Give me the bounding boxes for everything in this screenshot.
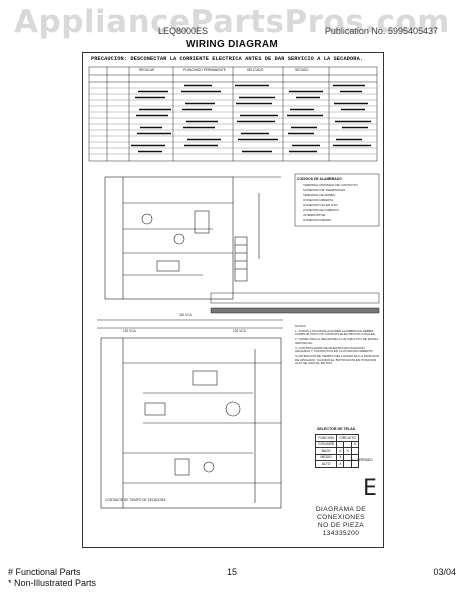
notes-block: NOTAS: 1. TODAS LAS INSTALACIONES ALAMBR… [295,324,379,367]
publication-number: Publication No. 5995405437 [325,26,438,36]
program-bar [210,292,380,314]
timer-schematic [104,176,281,300]
cycle-header-dry: SECADO [295,68,309,72]
legend-item: CONEXION EN FABRICA [303,208,339,212]
legend-item: CONEXION ABIERTA [303,198,334,202]
table-row: CON AIRE X [314,440,360,448]
note-line: 2. CONECTAR LA SECADORA A UN CIRCUITO DE… [295,337,379,345]
dryer-schematic [97,319,283,509]
cycle-header-regular: REGULAR [139,68,155,72]
wiring-code-legend [294,173,380,227]
footer-date: 03/04 [433,567,456,577]
caption-line: DIAGRAMA DE CONEXIONES [315,506,367,521]
timer-label: CONTADOR DE TIEMPO DE SECADORA [105,498,166,502]
legend-item: CONEXION NO EN USO [303,203,338,207]
selector-footnote: X = CERRADO [351,458,373,462]
table-row: ALTO X [314,460,360,468]
legend-item: CONEXION NEGRA [303,218,332,222]
voltage-label: 120 VCA [123,329,136,333]
voltage-label: 120 VCA [233,329,246,333]
publication-value: 5995405437 [387,26,438,36]
diagram-caption: DIAGRAMA DE CONEXIONES NO DE PIEZA 13433… [303,506,379,538]
legend-item: INTERRUPTOR [303,213,326,217]
note-line: ILUSTRACION DE TIEMPO DEL LAVADO EN LA P… [295,353,379,366]
page-title: WIRING DIAGRAM [186,39,278,50]
wiring-diagram-graphic [88,66,380,509]
footer-functional-parts: # Functional Parts [8,567,81,577]
harness-connector [234,236,248,282]
selector-row-name: ALTO [314,460,338,468]
fabric-selector-table: FUNCION CIRCUITO CON AIRE X BAJO X X MED… [314,434,360,468]
page-number: 15 [227,567,238,577]
legend-item: TERMINAL MONTADA DE CONTACTO [303,183,358,187]
diagram-letter: E [363,476,377,501]
voltage-label: 240 VCA [179,313,192,317]
note-line: NOTAS: [295,324,307,328]
selector-cell: X [336,460,345,468]
legend-item: TERMINAL DE ARNES [303,193,336,197]
wiring-diagram-sheet: PRECAUCION: DESCONECTAR LA CORRIENTE ELE… [82,52,384,548]
publication-label: Publication No. [324,26,386,36]
caption-line: NO DE PIEZA 134335200 [317,522,365,537]
model-number: LEQ8000ES [158,26,209,36]
timer-sequence-chart [88,66,378,162]
footer-non-illustrated-parts: * Non-Illustrated Parts [8,578,97,588]
cycle-header-delicate: DELICADO [247,68,264,72]
table-row: BAJO X X [314,447,360,455]
selector-cell [350,460,360,468]
note-line: 1. TODAS LAS INSTALACIONES ALAMBRICAS DE… [295,328,376,337]
legend-item: CONEXION DE TERMINALES [303,188,346,192]
note-line: 3. CONTROLADOR DE MUESTRA EN POSICION AP… [295,345,374,354]
selector-title: SELECTOR DE TELAS [317,427,356,431]
cycle-header-permanent-press: PLANCHADO PERMANENTE [183,68,226,72]
precaution-text: PRECAUCION: DESCONECTAR LA CORRIENTE ELE… [91,56,364,62]
legend-title: CODIGOS DE ALAMBRADO [297,177,342,181]
